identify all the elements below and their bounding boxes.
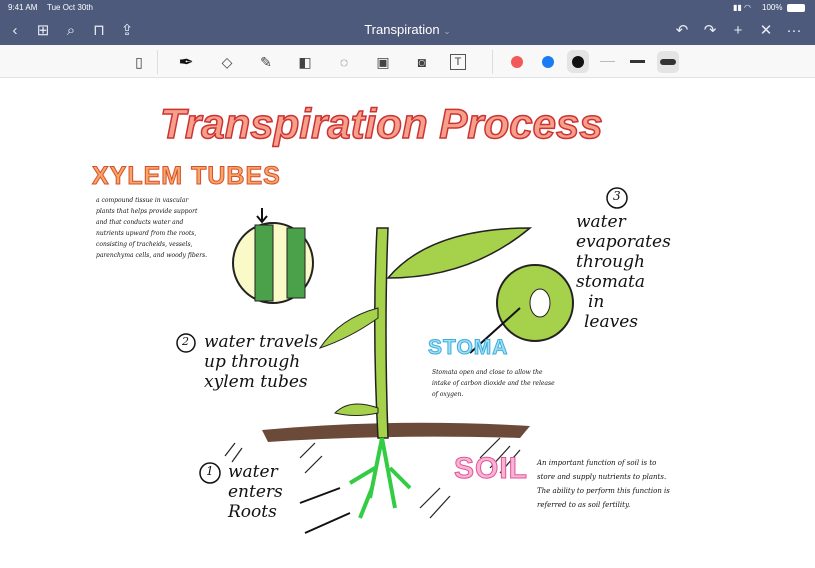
xylem-tube bbox=[286, 227, 306, 299]
pen-tool-icon[interactable]: ✒ bbox=[178, 51, 194, 72]
text-line: in bbox=[588, 292, 605, 312]
note-canvas[interactable]: Transpiration Process XYLEM TUBES a comp… bbox=[0, 78, 815, 568]
text-line: Roots bbox=[228, 502, 277, 522]
soil-hatching bbox=[224, 437, 521, 519]
color-black-selected[interactable] bbox=[567, 50, 589, 73]
status-date: Tue Oct 30th bbox=[47, 3, 93, 12]
redo-icon[interactable]: ↷ bbox=[703, 22, 717, 39]
stoma-heading: STOMA bbox=[427, 336, 509, 360]
text-line: An important function of soil is to bbox=[537, 459, 657, 467]
step2-number: 2 bbox=[182, 335, 189, 348]
text-line: a compound tissue in vascular bbox=[96, 197, 189, 204]
xylem-tube bbox=[254, 224, 274, 302]
tools-icon[interactable]: ✕ bbox=[759, 22, 773, 39]
document-title-text: Transpiration bbox=[364, 22, 440, 37]
thumbnails-grid-icon[interactable]: ⊞ bbox=[36, 22, 50, 39]
page-layout-icon[interactable]: ▯ bbox=[135, 53, 143, 70]
stoma-opening bbox=[529, 288, 551, 318]
text-line: up through bbox=[204, 352, 301, 372]
text-line: xylem tubes bbox=[204, 372, 308, 392]
text-line: stomata bbox=[576, 272, 646, 292]
add-page-icon[interactable]: + bbox=[733, 21, 743, 39]
upper-leaf bbox=[386, 227, 533, 279]
text-line: water bbox=[228, 462, 278, 482]
text-line: water bbox=[576, 212, 626, 232]
share-icon[interactable]: ⇪ bbox=[120, 22, 134, 39]
text-line: Stomata open and close to allow the bbox=[432, 369, 543, 376]
lasso-tool-icon[interactable]: ◌ bbox=[339, 54, 349, 70]
text-line: and that conducts water and bbox=[96, 219, 184, 226]
text-line: intake of carbon dioxide and the release bbox=[432, 380, 555, 387]
step1-number: 1 bbox=[206, 464, 214, 478]
text-line: enters bbox=[228, 482, 283, 502]
stoma-description: Stomata open and close to allow the intak… bbox=[432, 367, 555, 400]
note-title: Transpiration Process bbox=[159, 99, 603, 148]
more-icon[interactable]: ··· bbox=[786, 21, 802, 39]
text-line: consisting of tracheids, vessels, bbox=[96, 241, 193, 248]
text-line: store and supply nutrients to plants. bbox=[537, 473, 667, 481]
battery-percent: 100% bbox=[762, 3, 783, 12]
text-line: through bbox=[576, 252, 645, 272]
step3-number: 3 bbox=[613, 189, 621, 203]
text-line: water travels bbox=[204, 332, 319, 352]
signal-wifi-icon: ▮▮ ◠ bbox=[733, 3, 752, 12]
color-blue-swatch[interactable] bbox=[542, 56, 554, 68]
image-tool-icon[interactable]: ▣ bbox=[376, 53, 390, 70]
text-line: referred to as soil fertility. bbox=[537, 501, 631, 509]
text-line: leaves bbox=[584, 312, 639, 332]
xylem-heading: XYLEM TUBES bbox=[92, 162, 281, 191]
soil-heading: SOIL bbox=[453, 452, 529, 486]
soil-description: An important function of soil is to store… bbox=[537, 456, 670, 512]
lower-leaf bbox=[318, 307, 379, 349]
document-title[interactable]: Transpiration ⌄ bbox=[0, 22, 815, 37]
text-line: evaporates bbox=[576, 232, 671, 252]
text-line: nutrients upward from the roots, bbox=[96, 230, 197, 237]
top-bar: 9:41 AM Tue Oct 30th ▮▮ ◠ 100% ‹ ⊞ ⌕ ⊓ ⇪… bbox=[0, 0, 815, 45]
camera-tool-icon[interactable]: ◙ bbox=[417, 54, 427, 70]
plant-roots bbox=[348, 437, 412, 519]
arrow-icon bbox=[256, 208, 268, 224]
stroke-medium[interactable] bbox=[630, 60, 645, 63]
divider bbox=[492, 50, 493, 74]
back-icon[interactable]: ‹ bbox=[12, 21, 18, 39]
text-line: of oxygen. bbox=[432, 391, 464, 398]
text-line: parenchyma cells, and woody fibers. bbox=[96, 252, 208, 259]
battery-icon bbox=[787, 4, 805, 12]
text-tool-icon[interactable]: T bbox=[450, 54, 466, 70]
step2-circle bbox=[176, 333, 196, 353]
bookmark-icon[interactable]: ⊓ bbox=[93, 22, 105, 39]
small-leaf bbox=[334, 403, 379, 416]
highlighter-tool-icon[interactable]: ✎ bbox=[260, 53, 272, 70]
status-time: 9:41 AM bbox=[8, 3, 38, 12]
plant-stem bbox=[373, 227, 389, 439]
stroke-thin[interactable] bbox=[600, 61, 615, 62]
drawing-toolbar: ▯ ✒ ◇ ✎ ◧ ◌ ▣ ◙ T bbox=[0, 45, 815, 78]
eraser-tool-icon[interactable]: ◇ bbox=[221, 53, 233, 70]
shapes-tool-icon[interactable]: ◧ bbox=[298, 53, 312, 70]
color-red-swatch[interactable] bbox=[511, 56, 523, 68]
stroke-thick-selected[interactable] bbox=[657, 51, 679, 73]
text-line: plants that helps provide support bbox=[96, 208, 198, 215]
undo-icon[interactable]: ↶ bbox=[675, 22, 689, 39]
chevron-down-icon: ⌄ bbox=[443, 26, 451, 36]
soil-surface bbox=[262, 422, 530, 442]
arrow-icon bbox=[469, 307, 521, 354]
search-icon[interactable]: ⌕ bbox=[66, 21, 76, 39]
step1-circle bbox=[199, 462, 221, 484]
xylem-description: a compound tissue in vascular plants that… bbox=[96, 195, 207, 261]
plant-illustration bbox=[176, 187, 628, 534]
step3-circle bbox=[606, 187, 628, 209]
arrow-icon bbox=[299, 487, 351, 534]
text-line: The ability to perform this function is bbox=[537, 487, 670, 495]
divider bbox=[157, 50, 158, 74]
